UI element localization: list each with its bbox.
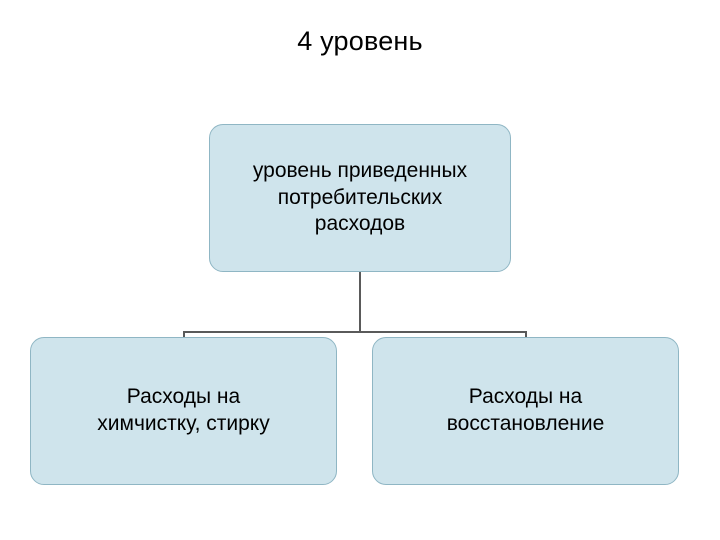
connector-vertical-main [359, 272, 361, 332]
diagram-node-right[interactable]: Расходы на восстановление [372, 337, 679, 485]
connector-horizontal [183, 331, 527, 333]
diagram-node-left[interactable]: Расходы на химчистку, стирку [30, 337, 337, 485]
diagram-node-right-label: Расходы на восстановление [446, 385, 605, 435]
diagram-node-root[interactable]: уровень приведенных потребительских расх… [209, 124, 511, 272]
connector-vertical-left [183, 331, 185, 339]
diagram-node-root-label: уровень приведенных потребительских расх… [252, 158, 468, 236]
connector-vertical-right [525, 331, 527, 339]
page-title: 4 уровень [297, 26, 423, 56]
diagram-node-left-label: Расходы на химчистку, стирку [97, 385, 270, 435]
